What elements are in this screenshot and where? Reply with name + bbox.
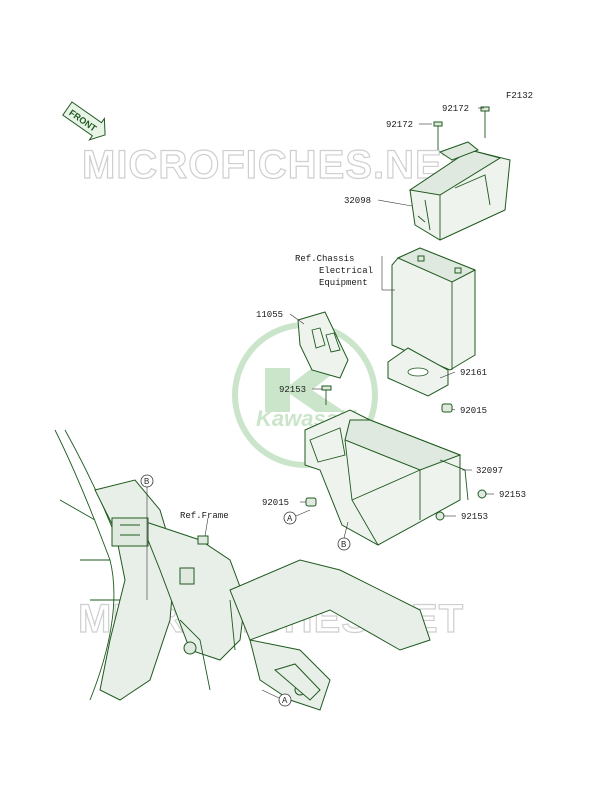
bolt-92153-a [321, 385, 332, 405]
battery [391, 247, 477, 371]
marker-b-frame: B [140, 474, 154, 600]
nut-92015-b [305, 497, 317, 507]
marker-a-frame: A [261, 689, 292, 707]
part-label-32097: 32097 [476, 466, 503, 476]
marker-a-top: A [283, 509, 311, 525]
battery-case [304, 409, 469, 546]
part-label-92153-a: 92153 [279, 385, 306, 395]
part-label-92161: 92161 [460, 368, 487, 378]
diagram-code: F2132 [506, 91, 533, 101]
marker-b-top: B [337, 521, 351, 551]
svg-text:A: A [282, 696, 288, 705]
bracket-11055 [297, 311, 349, 379]
ref-chassis-line2: Electrical [319, 266, 373, 276]
battery-cover [408, 141, 511, 241]
leader-lines [204, 107, 494, 537]
watermark-top: MICROFICHES.NET [82, 143, 468, 187]
part-label-92172-b: 92172 [386, 120, 413, 130]
part-label-92015-a: 92015 [460, 406, 487, 416]
ref-chassis-line3: Equipment [319, 278, 368, 288]
screw-92153-c [435, 511, 445, 521]
nut-92015-a [441, 403, 453, 413]
front-badge: FRONT [62, 101, 106, 141]
part-label-92153-c: 92153 [461, 512, 488, 522]
part-label-11055: 11055 [256, 310, 283, 320]
bolt-92172-b [480, 106, 490, 138]
part-label-32098: 32098 [344, 196, 371, 206]
svg-text:B: B [341, 540, 346, 549]
svg-text:A: A [287, 514, 293, 523]
ref-frame: Ref.Frame [180, 511, 229, 521]
bolt-92172-a [433, 121, 443, 150]
ref-chassis-line1: Ref.Chassis [295, 254, 354, 264]
svg-text:B: B [144, 477, 149, 486]
motorcycle-frame [54, 429, 431, 711]
part-label-92172-a: 92172 [442, 104, 469, 114]
part-label-92015-b: 92015 [262, 498, 289, 508]
battery-pad [387, 347, 449, 397]
screw-92153-b [477, 489, 487, 499]
part-label-92153-b: 92153 [499, 490, 526, 500]
